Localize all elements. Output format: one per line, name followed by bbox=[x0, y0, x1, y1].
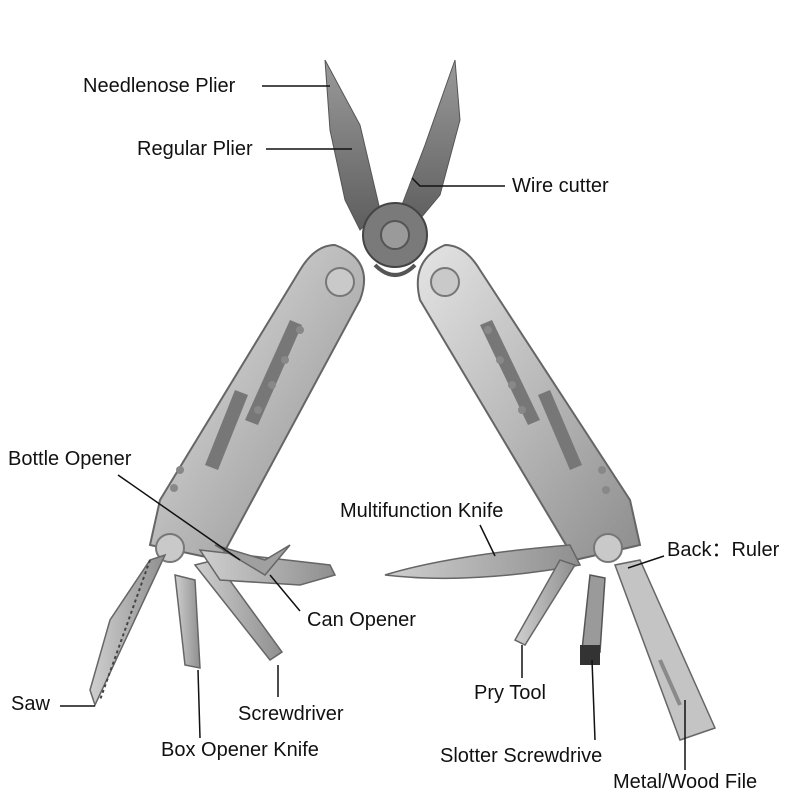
label-can-opener: Can Opener bbox=[307, 609, 416, 631]
label-back-ruler: Back：Ruler bbox=[667, 539, 780, 561]
left-tools bbox=[89, 544, 337, 708]
label-wire-cutter: Wire cutter bbox=[512, 175, 609, 197]
plier-jaws bbox=[324, 59, 461, 277]
label-metal-wood-file: Metal/Wood File bbox=[613, 771, 758, 793]
left-handle bbox=[148, 243, 365, 563]
label-box-opener-knife: Box Opener Knife bbox=[161, 739, 319, 761]
leader-lines bbox=[60, 85, 686, 770]
right-handle bbox=[416, 243, 642, 563]
label-saw: Saw bbox=[11, 693, 50, 715]
label-slotter-screwdrive: Slotter Screwdrive bbox=[440, 745, 603, 767]
label-multifunction-knife: Multifunction Knife bbox=[340, 500, 504, 522]
right-tools bbox=[384, 544, 717, 741]
label-bottle-opener: Bottle Opener bbox=[8, 448, 132, 470]
label-pry-tool: Pry Tool bbox=[474, 682, 546, 704]
label-screwdriver: Screwdriver bbox=[238, 703, 344, 725]
label-needlenose-plier: Needlenose Plier bbox=[83, 75, 236, 97]
label-regular-plier: Regular Plier bbox=[137, 138, 253, 160]
